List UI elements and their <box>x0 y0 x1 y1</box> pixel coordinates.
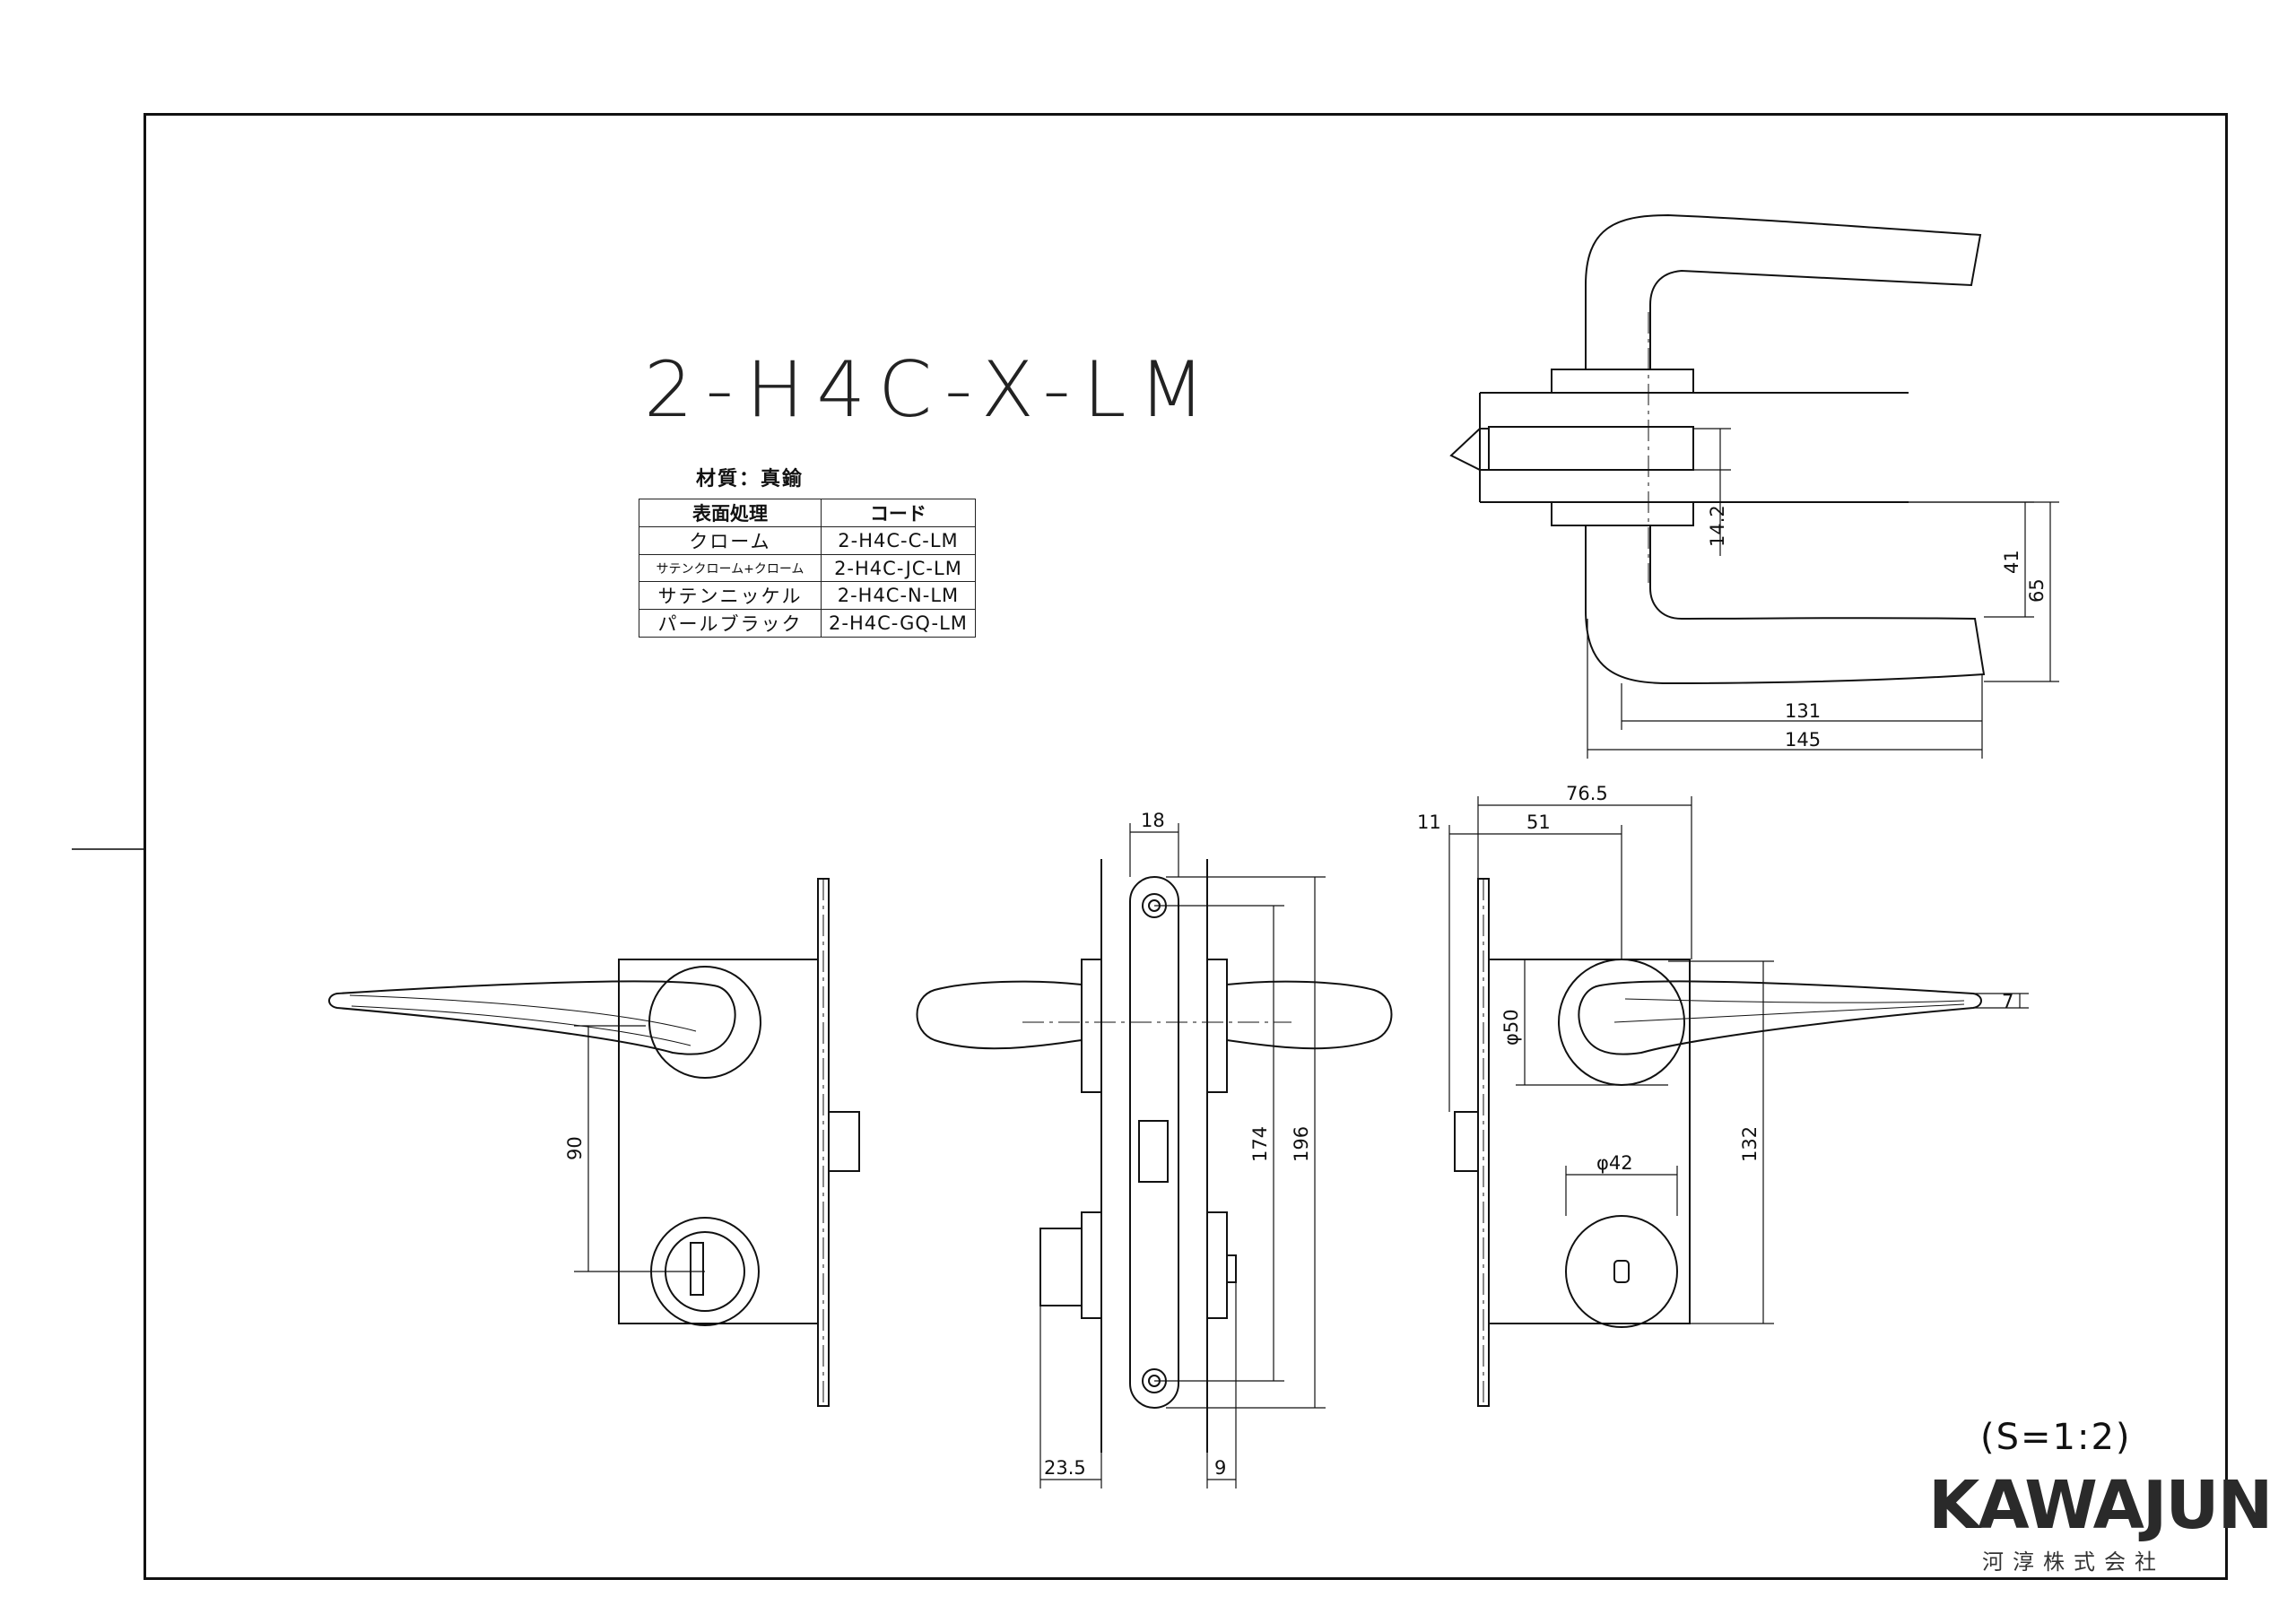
dim-label: 11 <box>1417 812 1441 833</box>
top-view <box>1449 213 2059 759</box>
dim-label: 14.2 <box>1707 505 1728 547</box>
brand-logo: KAWAJUN <box>1928 1467 2273 1544</box>
dim-label: 18 <box>1141 810 1165 831</box>
dim-label: 65 <box>2026 578 2048 603</box>
dim-label: 7 <box>2002 991 2013 1012</box>
finish-cell: サテンニッケル <box>639 581 822 610</box>
front-view <box>1448 796 2029 1407</box>
finish-header: 表面処理 <box>639 499 822 527</box>
brand-subtitle: 河淳株式会社 <box>1982 1549 2165 1575</box>
drawing-frame <box>144 113 2228 1580</box>
finish-cell: パールブラック <box>639 609 822 638</box>
finish-table-header: 表面処理 コード <box>639 499 976 527</box>
dim-label: 23.5 <box>1044 1457 1086 1479</box>
dim-label: 76.5 <box>1566 783 1608 804</box>
dim-label: 131 <box>1785 700 1821 722</box>
model-title: 2-H4C-X-LM <box>644 345 1218 435</box>
dim-label: 145 <box>1785 729 1821 751</box>
dim-label: 9 <box>1214 1457 1226 1479</box>
dim-label: 90 <box>564 1136 586 1160</box>
finish-cell: クローム <box>639 526 822 555</box>
dim-label: φ42 <box>1596 1152 1633 1174</box>
dim-label: 196 <box>1291 1126 1312 1162</box>
table-row: サテンニッケル 2-H4C-N-LM <box>639 581 976 610</box>
dim-label: 132 <box>1739 1126 1761 1162</box>
code-cell: 2-H4C-JC-LM <box>821 554 976 582</box>
material-label: 材質：真鍮 <box>696 468 804 490</box>
dim-label: 51 <box>1526 812 1551 833</box>
left-view <box>328 878 860 1407</box>
code-cell: 2-H4C-GQ-LM <box>821 609 976 638</box>
side-view <box>916 823 1393 1488</box>
code-cell: 2-H4C-N-LM <box>821 581 976 610</box>
table-row: パールブラック 2-H4C-GQ-LM <box>639 609 976 638</box>
scale-label: (S=1:2) <box>1980 1417 2132 1458</box>
registration-mark <box>72 848 144 850</box>
code-header: コード <box>821 499 976 527</box>
finish-table: 表面処理 コード クローム 2-H4C-C-LM サテンクローム+クローム 2-… <box>639 499 976 638</box>
dim-label: φ50 <box>1500 1009 1522 1046</box>
dim-label: 174 <box>1249 1126 1271 1162</box>
dim-label: 41 <box>2001 550 2022 574</box>
